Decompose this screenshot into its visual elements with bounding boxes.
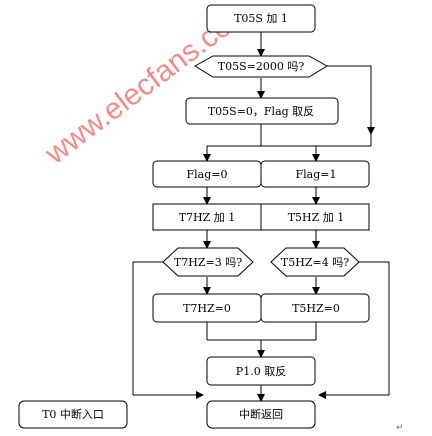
- svg-text:Flag=1: Flag=1: [296, 168, 337, 181]
- svg-text:T7HZ=3 吗?: T7HZ=3 吗?: [174, 256, 242, 269]
- edge-t5check-no: [359, 261, 390, 395]
- edge-check-no: [327, 65, 375, 135]
- svg-text:T05S=2000 吗?: T05S=2000 吗?: [218, 60, 305, 73]
- node-flag0: Flag=0: [152, 160, 262, 188]
- node-check-t7hz: T7HZ=3 吗?: [162, 247, 254, 277]
- svg-text:T05S=0，Flag 取反: T05S=0，Flag 取反: [208, 105, 314, 118]
- node-inc-t05s: T05S 加 1: [206, 4, 316, 33]
- node-check-t05s: T05S=2000 吗?: [194, 55, 328, 78]
- node-inc-t7hz: T7HZ 加 1: [152, 203, 262, 231]
- svg-text:P1.0 取反: P1.0 取反: [236, 365, 286, 378]
- node-check-t5hz: T5HZ=4 吗?: [270, 247, 360, 277]
- return-mark: ↵: [396, 423, 404, 433]
- svg-text:T7HZ=0: T7HZ=0: [183, 302, 231, 315]
- node-clr-t5hz: T5HZ=0: [260, 293, 370, 323]
- node-toggle-p10: P1.0 取反: [206, 356, 316, 386]
- node-reset-flag: T05S=0，Flag 取反: [185, 97, 339, 125]
- node-isr-entry: T0 中断入口: [18, 400, 128, 429]
- node-clr-t7hz: T7HZ=0: [152, 293, 262, 323]
- node-flag1: Flag=1: [260, 160, 370, 188]
- flow-edges: [132, 32, 390, 402]
- node-inc-t5hz: T5HZ 加 1: [260, 203, 370, 231]
- svg-text:T05S 加 1: T05S 加 1: [234, 12, 288, 25]
- svg-text:中断返回: 中断返回: [239, 407, 283, 421]
- node-isr-return: 中断返回: [206, 400, 316, 429]
- svg-text:T0 中断入口: T0 中断入口: [42, 407, 104, 421]
- svg-text:Flag=0: Flag=0: [187, 168, 228, 181]
- svg-text:T5HZ=0: T5HZ=0: [292, 302, 340, 315]
- svg-text:T5HZ 加 1: T5HZ 加 1: [288, 211, 345, 224]
- svg-text:T7HZ 加 1: T7HZ 加 1: [179, 211, 236, 224]
- svg-text:T5HZ=4 吗?: T5HZ=4 吗?: [281, 256, 349, 269]
- edge-t7check-no: [132, 261, 163, 395]
